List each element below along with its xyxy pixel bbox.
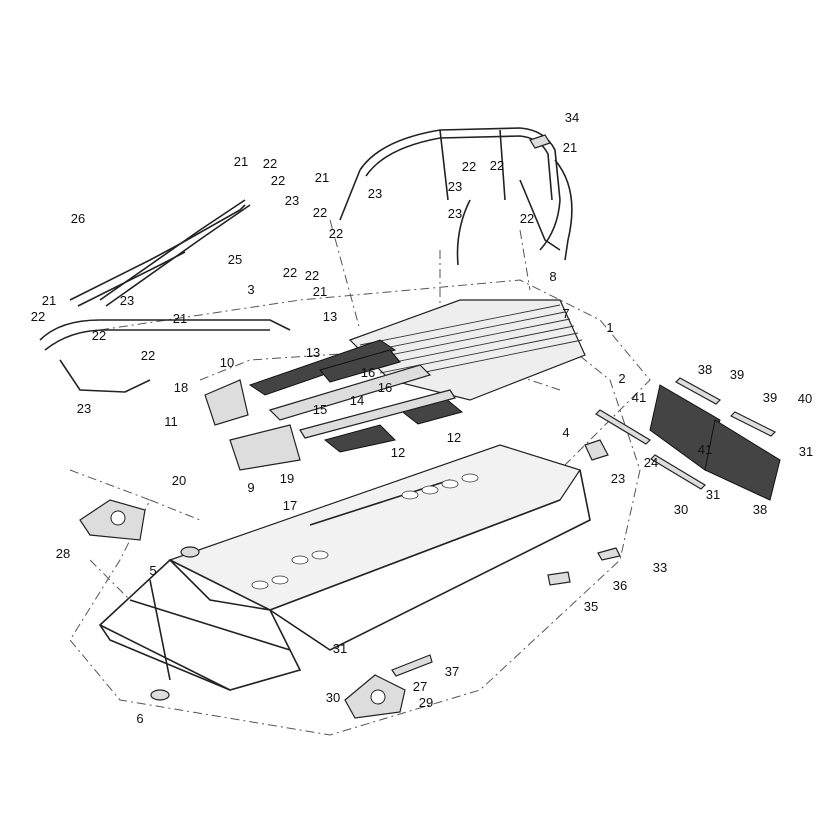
rear-hoop	[339, 127, 573, 266]
callout-18: 18	[174, 380, 188, 395]
callout-13: 13	[306, 345, 320, 360]
callout-22: 22	[31, 309, 45, 324]
callout-4: 4	[562, 425, 569, 440]
callout-22: 22	[271, 173, 285, 188]
callout-22: 22	[305, 268, 319, 283]
callout-23: 23	[368, 186, 382, 201]
callout-22: 22	[313, 205, 327, 220]
callout-22: 22	[462, 159, 476, 174]
callout-23: 23	[611, 471, 625, 486]
callout-24: 24	[644, 455, 658, 470]
callout-37: 37	[445, 664, 459, 679]
callout-22: 22	[92, 328, 106, 343]
callout-3: 3	[247, 282, 254, 297]
callout-2: 2	[618, 371, 625, 386]
callout-30: 30	[326, 690, 340, 705]
callout-22: 22	[490, 158, 504, 173]
callout-41: 41	[632, 390, 646, 405]
callout-14: 14	[350, 393, 364, 408]
callout-27: 27	[413, 679, 427, 694]
callout-20: 20	[172, 473, 186, 488]
callout-40: 40	[798, 391, 812, 406]
callout-16: 16	[378, 380, 392, 395]
callout-23: 23	[448, 179, 462, 194]
callout-23: 23	[448, 206, 462, 221]
callout-12: 12	[447, 430, 461, 445]
callout-12: 12	[391, 445, 405, 460]
callout-30: 30	[674, 502, 688, 517]
callout-9: 9	[247, 480, 254, 495]
callout-11: 11	[164, 414, 178, 429]
callout-29: 29	[419, 695, 433, 710]
callout-22: 22	[263, 156, 277, 171]
callout-28: 28	[56, 546, 70, 561]
callout-21: 21	[234, 154, 248, 169]
callout-23: 23	[285, 193, 299, 208]
callout-8: 8	[549, 269, 556, 284]
callout-26: 26	[71, 211, 85, 226]
callout-21: 21	[563, 140, 577, 155]
tunnel-components	[204, 339, 464, 471]
callout-31: 31	[799, 444, 813, 459]
callout-22: 22	[520, 211, 534, 226]
callout-19: 19	[280, 471, 294, 486]
callout-21: 21	[315, 170, 329, 185]
callout-7: 7	[562, 306, 569, 321]
callout-39: 39	[763, 390, 777, 405]
callout-22: 22	[141, 348, 155, 363]
chassis-floor	[98, 444, 591, 691]
callout-23: 23	[120, 293, 134, 308]
callout-1: 1	[606, 320, 613, 335]
callout-31: 31	[333, 641, 347, 656]
callout-22: 22	[283, 265, 297, 280]
side-rails	[39, 199, 291, 393]
callout-38: 38	[698, 362, 712, 377]
callout-25: 25	[228, 252, 242, 267]
callout-33: 33	[653, 560, 667, 575]
callout-6: 6	[136, 711, 143, 726]
callout-39: 39	[730, 367, 744, 382]
callout-36: 36	[613, 578, 627, 593]
callout-41: 41	[698, 442, 712, 457]
callout-13: 13	[323, 309, 337, 324]
callout-23: 23	[77, 401, 91, 416]
callout-34: 34	[565, 110, 579, 125]
callout-21: 21	[313, 284, 327, 299]
callout-15: 15	[313, 402, 327, 417]
callout-5: 5	[149, 563, 156, 578]
callout-21: 21	[173, 311, 187, 326]
callout-35: 35	[584, 599, 598, 614]
callout-21: 21	[42, 293, 56, 308]
callout-38: 38	[753, 502, 767, 517]
callout-22: 22	[329, 226, 343, 241]
callout-10: 10	[220, 355, 234, 370]
callout-16: 16	[361, 365, 375, 380]
callout-31: 31	[706, 487, 720, 502]
callout-17: 17	[283, 498, 297, 513]
side-brackets	[79, 134, 781, 719]
